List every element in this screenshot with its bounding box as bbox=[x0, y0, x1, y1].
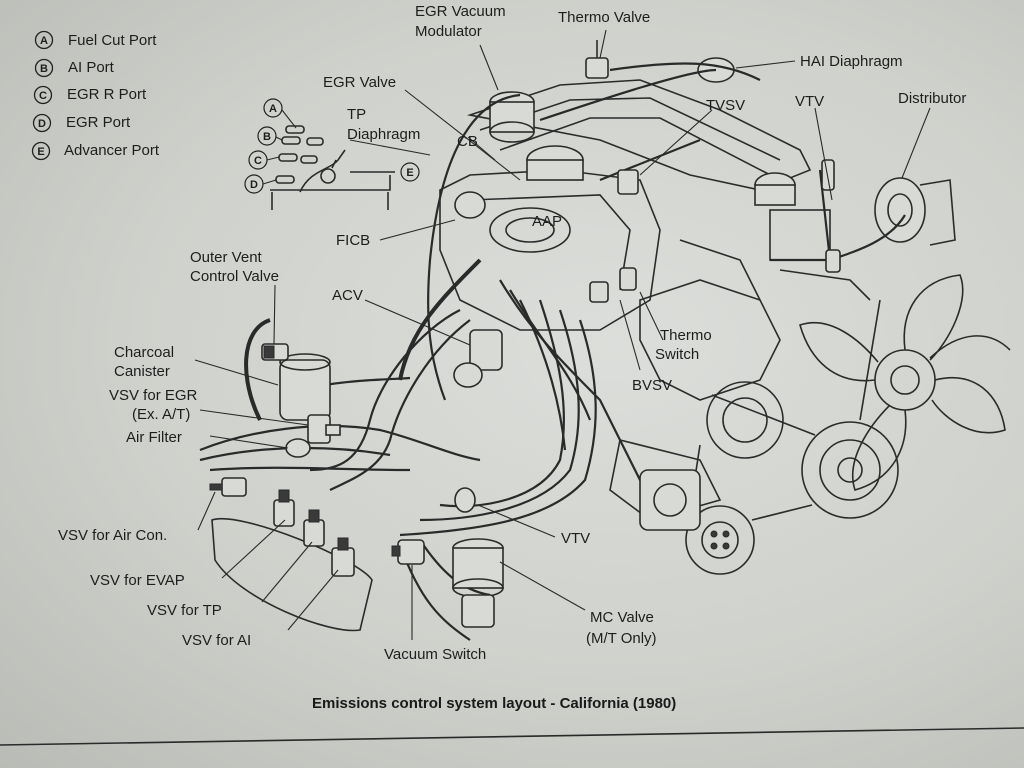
legend-item-a: A Fuel Cut Port bbox=[34, 30, 157, 50]
port-letter-a: A bbox=[269, 103, 277, 115]
label-outer-vent-2: Control Valve bbox=[190, 268, 279, 285]
label-mc-valve-2: (M/T Only) bbox=[586, 630, 657, 647]
label-vtv-top: VTV bbox=[795, 93, 824, 110]
legend: A Fuel Cut Port B AI Port C EGR R Port D… bbox=[31, 30, 160, 161]
port-letter-c: C bbox=[254, 155, 262, 167]
label-aap: AAP bbox=[532, 213, 562, 230]
vacuum-pump bbox=[639, 469, 701, 531]
vacuum-switch bbox=[391, 539, 425, 565]
vacuum-hoses bbox=[199, 62, 906, 641]
label-vtv-bottom: VTV bbox=[561, 530, 590, 547]
legend-text: AI Port bbox=[68, 59, 115, 76]
label-vsv-tp: VSV for TP bbox=[147, 602, 222, 619]
label-hai-diaphragm: HAI Diaphragm bbox=[800, 53, 903, 70]
air-filter bbox=[285, 438, 311, 458]
label-egr-vacuum-modulator-2: Modulator bbox=[415, 23, 482, 40]
label-egr-vacuum-modulator: EGR Vacuum bbox=[415, 3, 506, 20]
label-thermo-valve: Thermo Valve bbox=[558, 9, 650, 26]
label-vsv-ai: VSV for AI bbox=[182, 632, 251, 649]
port-letter-d: D bbox=[250, 179, 258, 191]
legend-item-e: E Advancer Port bbox=[31, 141, 160, 161]
bvsv bbox=[589, 267, 637, 303]
components bbox=[209, 159, 841, 632]
label-mc-valve: MC Valve bbox=[590, 609, 654, 626]
legend-letter: B bbox=[40, 63, 48, 75]
legend-letter: D bbox=[38, 118, 46, 130]
label-vsv-egr-2: (Ex. A/T) bbox=[132, 406, 190, 423]
label-acv: ACV bbox=[332, 287, 363, 304]
label-vsv-egr: VSV for EGR bbox=[109, 387, 198, 404]
label-thermo-switch-2: Switch bbox=[655, 346, 699, 363]
vsv-for-egr bbox=[307, 414, 341, 444]
label-bvsv: BVSV bbox=[632, 377, 672, 394]
leader-lines bbox=[194, 29, 931, 640]
component-labels: EGR Vacuum Modulator Thermo Valve HAI Di… bbox=[58, 3, 966, 663]
fan bbox=[799, 274, 1011, 491]
label-ficb: FICB bbox=[336, 232, 370, 249]
legend-item-b: B AI Port bbox=[34, 58, 115, 78]
tvsv bbox=[617, 169, 639, 195]
legend-text: Fuel Cut Port bbox=[68, 32, 157, 49]
label-outer-vent: Outer Vent bbox=[190, 249, 263, 266]
legend-item-d: D EGR Port bbox=[32, 113, 131, 133]
label-egr-valve: EGR Valve bbox=[323, 74, 396, 91]
label-charcoal-canister-2: Canister bbox=[114, 363, 170, 380]
label-air-filter: Air Filter bbox=[126, 429, 182, 446]
legend-letter: A bbox=[40, 35, 48, 47]
label-cb: CB bbox=[457, 133, 478, 150]
ficb bbox=[454, 191, 486, 219]
mc-valve bbox=[452, 538, 504, 628]
legend-item-c: C EGR R Port bbox=[33, 85, 147, 105]
legend-text: EGR R Port bbox=[67, 86, 147, 103]
acv bbox=[453, 329, 503, 388]
figure-caption: Emissions control system layout - Califo… bbox=[312, 695, 676, 712]
label-vsv-air-con: VSV for Air Con. bbox=[58, 527, 167, 544]
label-tp-diaphragm: Diaphragm bbox=[347, 126, 420, 143]
label-vsv-evap: VSV for EVAP bbox=[90, 572, 185, 589]
legend-text: EGR Port bbox=[66, 114, 131, 131]
label-thermo-switch: Thermo bbox=[660, 327, 712, 344]
page-rule bbox=[0, 727, 1024, 746]
vtv-lower bbox=[454, 487, 476, 513]
charcoal-canister bbox=[261, 343, 331, 421]
label-distributor: Distributor bbox=[898, 90, 966, 107]
vtv-upper bbox=[821, 159, 841, 273]
carburetor-port-detail: A B C D E bbox=[244, 98, 420, 210]
label-vacuum-switch: Vacuum Switch bbox=[384, 646, 486, 663]
engine-block bbox=[439, 40, 1011, 575]
legend-letter: C bbox=[39, 90, 47, 102]
legend-text: Advancer Port bbox=[64, 142, 160, 159]
label-charcoal-canister: Charcoal bbox=[114, 344, 174, 361]
port-letter-e: E bbox=[406, 167, 413, 179]
vsv-for-air-con bbox=[209, 477, 247, 497]
label-tp: TP bbox=[347, 106, 366, 123]
label-tvsv: TVSV bbox=[706, 97, 745, 114]
port-letter-b: B bbox=[263, 131, 271, 143]
legend-letter: E bbox=[37, 146, 44, 158]
